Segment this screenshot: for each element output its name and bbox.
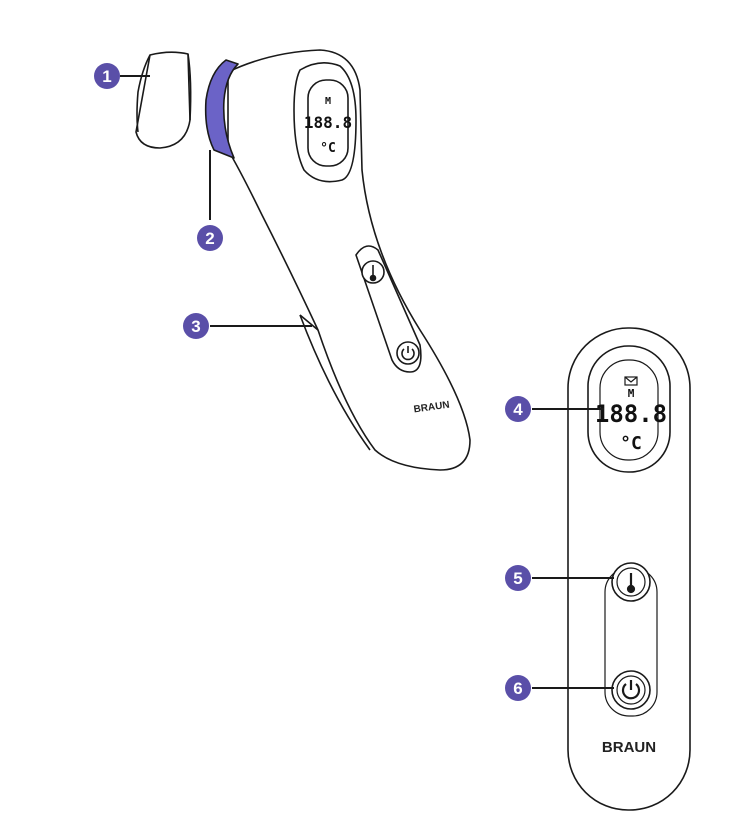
callout-4: 4 <box>505 396 531 422</box>
thermometer-icon <box>369 265 377 282</box>
power-icon <box>401 346 415 361</box>
callout-6: 6 <box>505 675 531 701</box>
thermometer-icon <box>626 573 636 594</box>
svg-text:6: 6 <box>513 679 522 698</box>
side-brand-label: BRAUN <box>413 400 450 416</box>
brand-label: BRAUN <box>602 739 656 756</box>
display-unit: °C <box>620 433 642 454</box>
display-memory-label: M <box>628 387 635 400</box>
thermometer-front-view <box>567 327 691 811</box>
svg-text:1: 1 <box>102 67 111 86</box>
callout-5: 5 <box>505 565 531 591</box>
display-reading: 188.8 <box>595 400 667 428</box>
callout-1: 1 <box>94 63 120 89</box>
thermometer-side-view <box>135 49 471 471</box>
probe-ring <box>204 59 239 159</box>
envelope-icon <box>624 376 638 386</box>
power-icon <box>621 680 641 700</box>
callout-3: 3 <box>183 313 209 339</box>
svg-text:4: 4 <box>513 400 523 419</box>
probe-cap <box>135 51 192 149</box>
side-display-reading: 188.8 <box>304 113 352 132</box>
callout-2: 2 <box>197 225 223 251</box>
side-display-unit: °C <box>320 141 336 156</box>
svg-text:3: 3 <box>191 317 200 336</box>
side-display-memory: M <box>325 96 331 107</box>
svg-text:5: 5 <box>513 569 522 588</box>
svg-text:2: 2 <box>205 229 214 248</box>
callout-leaders <box>120 75 614 689</box>
